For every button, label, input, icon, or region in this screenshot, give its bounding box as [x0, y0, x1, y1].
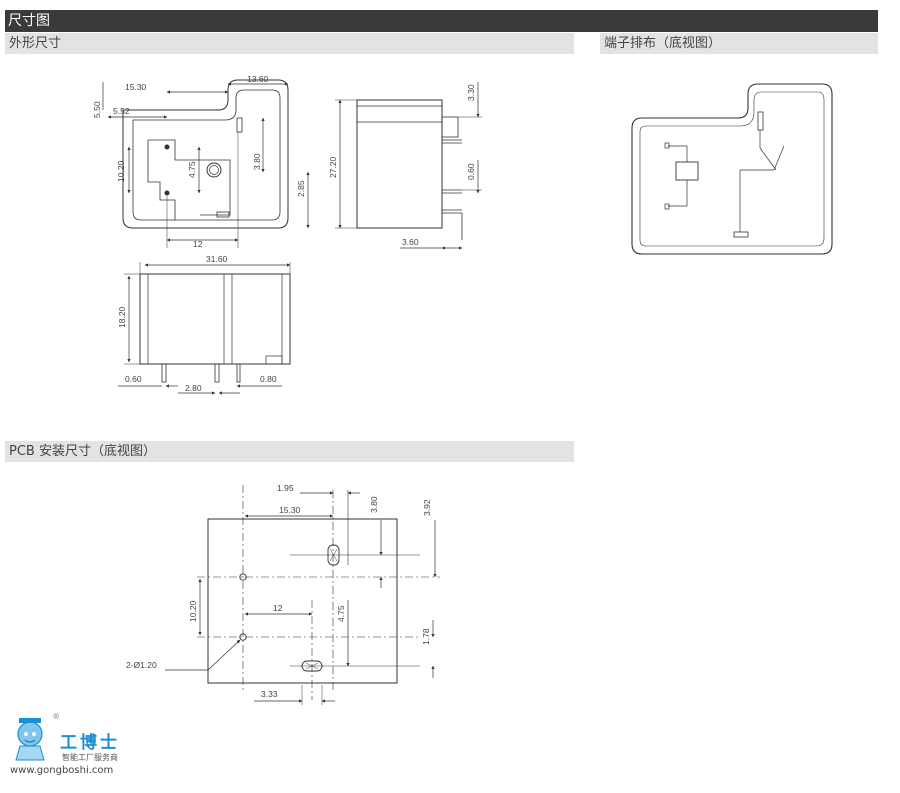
- dim-label: 3.33: [261, 689, 278, 699]
- dim-label: 13.60: [247, 74, 269, 84]
- logo-url: www.gongboshi.com: [10, 765, 114, 776]
- dim-label: 3.80: [252, 153, 262, 170]
- side-view-dims: 27.20 3.30 0.60 3.60: [328, 84, 476, 247]
- brand-logo: 工博士 ® 智能工厂服务商 www.gongboshi.com: [8, 712, 143, 782]
- dim-label: 15.30: [279, 505, 301, 515]
- dim-label: 2.80: [185, 383, 202, 393]
- dim-label: 0.80: [260, 374, 277, 384]
- hole-label: 2-Ø1.20: [126, 660, 157, 670]
- bottom-view-dims: 31.60 18.20 0.60 2.80 0.80: [117, 254, 277, 393]
- dim-label: 31.60: [206, 254, 228, 264]
- front-view-dims: 15.30 13.60 5.50 5.52 10.20 4.75 3.80 2.…: [92, 74, 306, 249]
- logo-registered: ®: [52, 712, 60, 721]
- dim-label: 3.30: [466, 84, 476, 101]
- dim-label: 5.50: [92, 101, 102, 118]
- dim-label: 1.95: [277, 483, 294, 493]
- dim-label: 15.30: [125, 82, 147, 92]
- dim-label: 4.75: [336, 605, 346, 622]
- mascot-icon: [15, 718, 45, 761]
- dim-label: 27.20: [328, 156, 338, 178]
- dim-label: 0.60: [466, 163, 476, 180]
- dim-label: 4.75: [187, 161, 197, 178]
- pcb-dims: 1.95 15.30 3.80 3.92 10.20 12 4.75 1.78 …: [126, 483, 432, 699]
- dim-label: 18.20: [117, 306, 127, 328]
- dim-label: 10.20: [116, 160, 126, 182]
- dim-label: 12: [193, 239, 203, 249]
- dim-label: 2.85: [296, 180, 306, 197]
- logo-tagline: 智能工厂服务商: [62, 753, 118, 762]
- bottom-view: [118, 262, 291, 395]
- pin-layout: [631, 83, 833, 255]
- side-view: [335, 82, 482, 250]
- logo-brand: 工博士: [60, 733, 120, 753]
- dim-label: 10.20: [188, 600, 198, 622]
- front-view: [102, 79, 310, 248]
- header-outline: 外形尺寸: [5, 33, 574, 54]
- header-pcb: PCB 安装尺寸（底视图）: [5, 441, 574, 462]
- dim-label: 3.80: [369, 496, 379, 513]
- header-main: 尺寸图: [5, 10, 878, 32]
- dim-label: 5.52: [113, 106, 130, 116]
- dim-label: 12: [273, 603, 283, 613]
- dim-label: 0.60: [125, 374, 142, 384]
- dim-label: 1.78: [421, 628, 431, 645]
- dim-label: 3.60: [402, 237, 419, 247]
- dim-label: 3.92: [422, 499, 432, 516]
- pcb-layout: [165, 485, 440, 705]
- header-pinout: 端子排布（底视图）: [600, 33, 878, 54]
